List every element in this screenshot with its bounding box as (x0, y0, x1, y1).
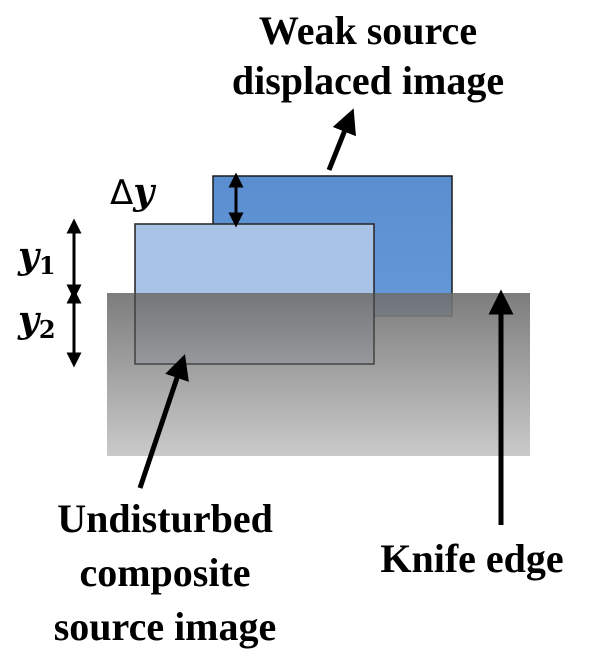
knife-edge-block (107, 293, 530, 456)
delta-y-label: Δy (110, 171, 156, 213)
composite-image-outline (134, 223, 375, 365)
composite-label-line2: composite (79, 550, 250, 595)
y2-label: y2 (17, 299, 56, 344)
knife-edge-label: Knife edge (380, 536, 563, 581)
composite-source-pointer-arrow (137, 354, 189, 489)
y1-label: y1 (17, 235, 56, 280)
weak-source-pointer-arrow (326, 108, 356, 171)
composite-label-line3: source image (54, 604, 277, 649)
weak-source-label-line1: Weak source (259, 8, 477, 53)
weak-source-label-line2: displaced image (232, 58, 504, 103)
composite-label-line1: Undisturbed (57, 496, 273, 541)
